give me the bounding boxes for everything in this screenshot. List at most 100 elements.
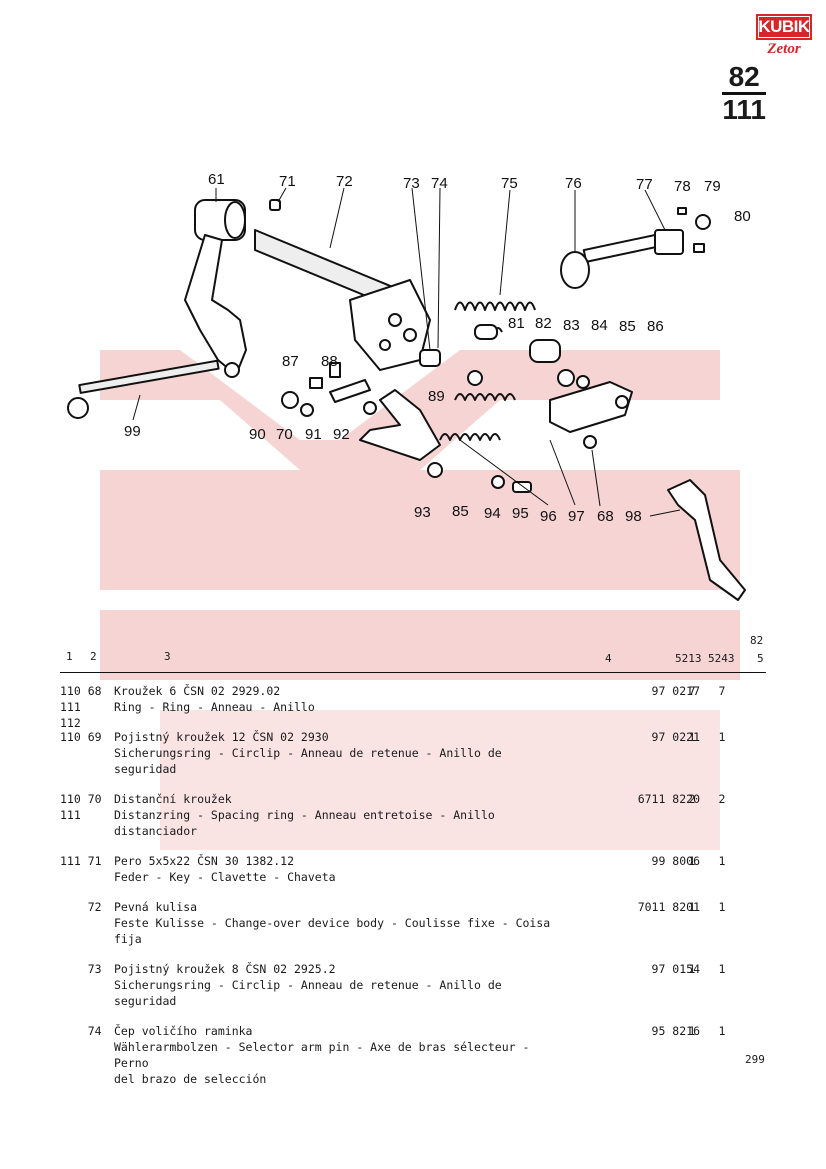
- group-header: 82: [750, 634, 764, 647]
- description-line: Distanční kroužek: [114, 792, 232, 806]
- callout: 93: [414, 504, 431, 521]
- parts-diagram: 61 71 72 73 74 75 76 77 78 79 80 81 82 8…: [67, 171, 751, 601]
- callout: 97: [568, 508, 585, 525]
- description-line: Pojistný kroužek 12 ČSN 02 2930: [114, 730, 329, 744]
- col-2-header: 2: [90, 650, 97, 663]
- callout: 82: [535, 315, 552, 332]
- part-77-block: [654, 229, 684, 255]
- part-83-sleeve: [529, 339, 561, 363]
- qty-5213: 1: [688, 730, 696, 744]
- callout: 92: [333, 426, 350, 443]
- subgroup-number: 111: [722, 94, 766, 125]
- callout: 77: [636, 176, 653, 193]
- part-number: 95 8216: [651, 1024, 700, 1038]
- callout: 75: [501, 175, 518, 192]
- callout: 74: [431, 175, 448, 192]
- part-74-pin: [419, 349, 441, 367]
- qty-5243: 1: [718, 962, 726, 976]
- group-number: 82: [722, 62, 766, 95]
- callout: 78: [674, 178, 691, 195]
- part-68-ring: [583, 435, 597, 449]
- part-90-washer: [281, 391, 299, 409]
- qty-5213: 2: [688, 792, 696, 806]
- description-line: Sicherungsring - Circlip - Anneau de ret…: [114, 978, 502, 1008]
- callout: 99: [124, 423, 141, 440]
- description-line: Sicherungsring - Circlip - Anneau de ret…: [114, 746, 502, 776]
- callout: 70: [276, 426, 293, 443]
- callout: 85: [619, 318, 636, 335]
- part-number: 6711 8220: [637, 792, 700, 806]
- part-71-key: [269, 199, 281, 211]
- callout: 95: [512, 505, 529, 522]
- description-line: Pevná kulisa: [114, 900, 198, 914]
- description-line: Ring - Ring - Anneau - Anillo: [114, 700, 315, 714]
- part-79: [695, 214, 711, 230]
- callout: 85: [452, 503, 469, 520]
- callout: 91: [305, 426, 322, 443]
- callout: 96: [540, 508, 557, 525]
- callout: 84: [591, 317, 608, 334]
- description-line: Distanzring - Spacing ring - Anneau entr…: [114, 808, 495, 838]
- qty-5243: 1: [718, 900, 726, 914]
- qty-5243: 2: [718, 792, 726, 806]
- part-98-lever: [667, 479, 746, 601]
- description-line: Feste Kulisse - Change-over device body …: [114, 916, 551, 946]
- callout: 88: [321, 353, 338, 370]
- header-divider: [60, 672, 766, 673]
- callout: 61: [208, 171, 225, 188]
- callout: 83: [563, 317, 580, 334]
- part-number: 99 8006: [651, 854, 700, 868]
- callout: 80: [734, 208, 751, 225]
- row-position: 74: [60, 1024, 102, 1038]
- qty-5213: 1: [688, 962, 696, 976]
- part-85-ring: [576, 375, 590, 389]
- part-89: [467, 370, 483, 386]
- callout: 76: [565, 175, 582, 192]
- description-line: Pojistný kroužek 8 ČSN 02 2925.2: [114, 962, 336, 976]
- qty-5243: 1: [718, 730, 726, 744]
- part-91-plate: [329, 379, 371, 403]
- row-position: 111 71: [60, 854, 102, 868]
- description-line: Wählerarmbolzen - Selector arm pin - Axe…: [114, 1040, 530, 1070]
- part-92-clip: [363, 401, 377, 415]
- qty-5243: 1: [718, 1024, 726, 1038]
- part-number: 97 0221: [651, 730, 700, 744]
- row-position: 110 68 111 112: [60, 684, 102, 730]
- part-61-arm: [184, 234, 247, 376]
- page-number: 299: [745, 1053, 765, 1066]
- brand-logo-top: KUBIK: [756, 14, 812, 40]
- part-number: 7011 8201: [637, 900, 700, 914]
- part-80: [693, 243, 705, 253]
- description-line: Čep voličího raminka: [114, 1024, 253, 1038]
- qty-5243: 1: [718, 854, 726, 868]
- callout: 68: [597, 508, 614, 525]
- description-line: Pero 5x5x22 ČSN 30 1382.12: [114, 854, 295, 868]
- callout: 71: [279, 173, 296, 190]
- callout: 72: [336, 173, 353, 190]
- part-78: [677, 207, 687, 215]
- part-99-bolt: [78, 359, 220, 394]
- qty-5213: 1: [688, 900, 696, 914]
- callout: 79: [704, 178, 721, 195]
- page-group: 82 111: [722, 62, 766, 125]
- col-1-header: 1: [66, 650, 73, 663]
- part-87: [309, 377, 323, 389]
- brand-logo-bottom: Zetor: [767, 41, 801, 57]
- col-4-header: 4: [605, 652, 612, 665]
- description-line: Kroužek 6 ČSN 02 2929.02: [114, 684, 281, 698]
- callout: 81: [508, 315, 525, 332]
- row-position: 73: [60, 962, 102, 976]
